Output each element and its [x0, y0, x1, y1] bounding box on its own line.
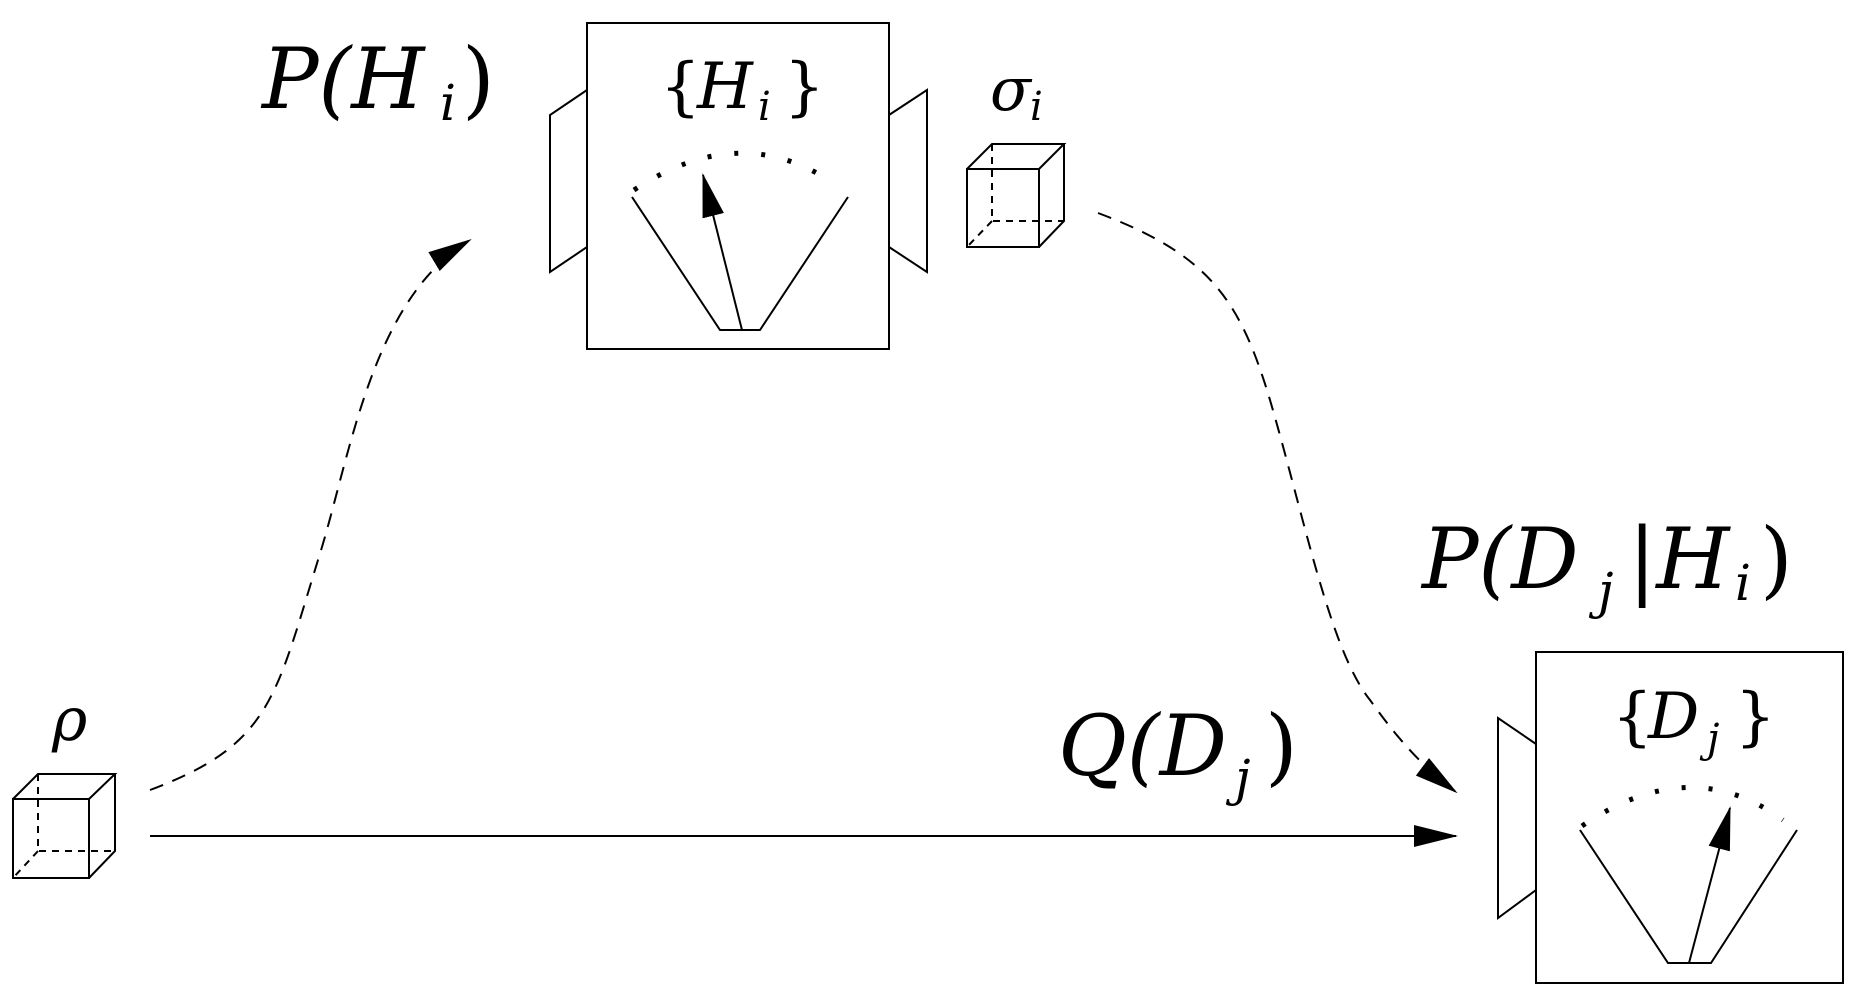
meter-d-frame [1535, 651, 1844, 984]
prior-subscript: i [440, 74, 456, 132]
prior-main: P(H [260, 30, 426, 128]
meter-d-device: { D j } [1497, 651, 1844, 984]
meter-h-left-horn [549, 88, 588, 274]
meter-h-needle [702, 173, 743, 331]
dashed-arrow-rho-to-meter-h [149, 238, 472, 791]
rho-cube [12, 773, 118, 879]
meter-h-device: { H i } [549, 22, 928, 350]
q-subscript: j [1225, 749, 1251, 807]
meter-d-scale [1580, 785, 1785, 829]
meter-d-open-brace: { [1612, 680, 1653, 754]
dashed-arrow-sigma-to-meter-d [1097, 212, 1458, 794]
meter-d-close-brace: } [1735, 680, 1776, 754]
q-main: Q(D [1058, 697, 1227, 795]
meter-h-label: H [696, 50, 754, 124]
q-label: Q(D j ) [1058, 697, 1298, 807]
likelihood-close-paren: ) [1760, 510, 1793, 608]
rho-label: ρ [51, 685, 87, 755]
likelihood-label: P(D j |H i ) [1420, 510, 1793, 620]
meter-d-needle [1688, 806, 1731, 964]
meter-h-frame [586, 22, 890, 350]
meter-d-left-horn [1497, 716, 1537, 920]
prior-close-paren: ) [462, 30, 495, 128]
likelihood-p: P(D [1420, 510, 1579, 608]
meter-h-close-brace: } [784, 50, 825, 124]
likelihood-bar-h: |H [1628, 510, 1731, 608]
meter-h-subscript: i [758, 84, 771, 130]
likelihood-sub-j: j [1588, 562, 1614, 620]
q-close-paren: ) [1265, 697, 1298, 795]
meter-d-dial [1579, 829, 1798, 964]
meter-h-dial [631, 196, 849, 331]
meter-h-right-horn [888, 88, 928, 274]
meter-h-scale [632, 150, 835, 193]
sigma-subscript: i [1030, 84, 1043, 130]
sigma-label: σ i [990, 55, 1043, 130]
meter-d-label: D [1647, 680, 1699, 754]
sigma-main: σ [990, 55, 1033, 125]
likelihood-sub-i: i [1735, 554, 1751, 612]
sigma-cube [966, 143, 1067, 248]
prior-probability-label: P(H i ) [260, 30, 495, 132]
meter-d-subscript: j [1699, 716, 1719, 762]
meter-h-open-brace: { [660, 50, 701, 124]
